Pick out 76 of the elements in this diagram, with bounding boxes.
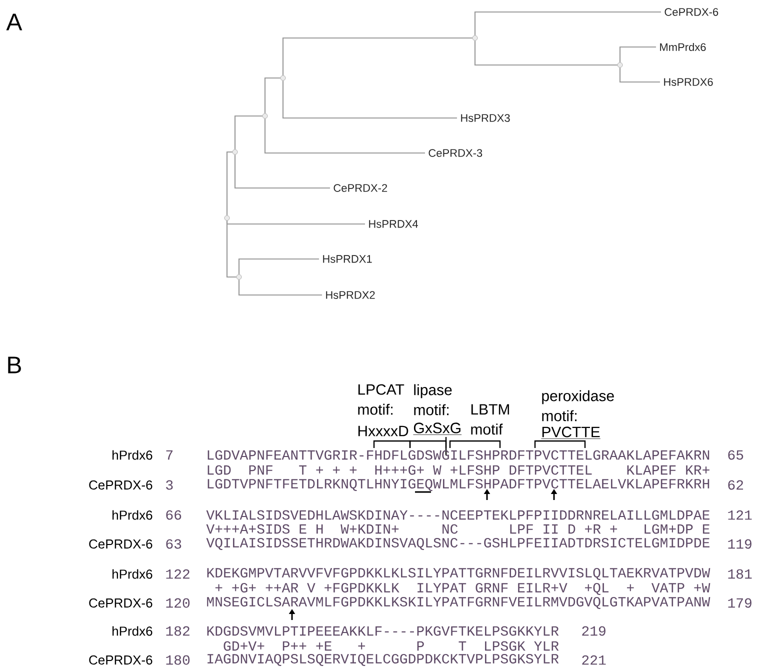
- tree-branch: [474, 11, 661, 36]
- sequence-name: CePRDX-6: [89, 539, 152, 549]
- sequence-name: hPrdx6: [112, 626, 152, 636]
- residue-number: 65: [728, 450, 744, 460]
- tree-branch: [238, 258, 319, 274]
- sequence-name: CePRDX-6: [89, 655, 152, 665]
- tree-branch: [619, 46, 656, 62]
- leaf-label: CePRDX-2: [334, 184, 388, 192]
- motif-sequence: GxSxG: [413, 422, 462, 435]
- leaf-label: HsPRDX2: [326, 291, 375, 299]
- branch-node: [472, 35, 478, 41]
- motif-sequence: HxxxxD: [358, 426, 408, 436]
- residue-number: 3: [166, 480, 173, 490]
- tree-branch: [226, 220, 365, 225]
- residue-number: 221: [582, 655, 606, 665]
- branch-node: [280, 75, 286, 81]
- leaf-label: MmPrdx6: [660, 42, 706, 52]
- tree-branch: [226, 220, 236, 278]
- sequence-name: hPrdx6: [112, 450, 152, 460]
- residue-number: 66: [166, 510, 182, 520]
- residue-number: 219: [582, 626, 606, 636]
- tree-branch: [619, 68, 660, 83]
- tree-branch: [234, 154, 330, 189]
- tree-branch: [234, 115, 262, 150]
- sequence-name: CePRDX-6: [89, 480, 152, 490]
- motif-label: peroxidase motif:: [542, 390, 614, 422]
- tree-branch: [282, 80, 457, 119]
- tree-branch: [238, 280, 322, 296]
- residue-number: 180: [166, 655, 190, 665]
- match-line: LGD PNF T + + + H+++G+ W +LFSHP DFTPVCTTEL KLAPEF KR+: [208, 465, 710, 475]
- residue-number: 121: [728, 510, 752, 520]
- branch-node: [236, 274, 242, 280]
- residue-number: 62: [728, 480, 744, 490]
- residue-number: 181: [728, 569, 752, 579]
- residue-number: 182: [166, 626, 190, 636]
- residue-number: 179: [728, 598, 752, 608]
- motif-label: LPCAT motif:: [358, 384, 404, 415]
- branch-node: [262, 113, 268, 119]
- sequence-text: LGDTVPNFTFETDLRKNQTLHNYIGEQWLMLFSHPADFTPVCTTELAELVKLAPEFRKRH: [208, 479, 710, 491]
- match-line: V+++A+SIDS E H W+KDIN+ NC LPF II D +R + LGM+DP E: [206, 524, 710, 534]
- leaf-label: CePRDX-6: [664, 8, 718, 16]
- match-line: + +G+ ++AR V +FGPDKKLK ILYPAT GRNF EILR+V +QL + VATP +W: [215, 583, 710, 595]
- leaf-label: HsPRDX3: [461, 114, 510, 122]
- sequence-text: VQILAISIDSSETHRDWAKDINSVAQLSNC---GSHLPFEIIADTDRSICTELGMIDPDE: [206, 538, 710, 550]
- sequence-text: VKLIALSIDSVEDHLAWSKDINAY----NCEEPTEKLPFPIIDDRNRELAILLGMLDPAE: [206, 510, 710, 520]
- motif-label: lipase motif:: [414, 384, 452, 416]
- sequence-text: LGDVAPNFEANTTVGRIR-FHDFLGDSWGILFSHPRDFTPVCTTELGRAAKLAPEFAKRN: [208, 450, 710, 460]
- residue-number: 120: [166, 598, 190, 608]
- sequence-name: hPrdx6: [112, 569, 152, 579]
- branch-node: [224, 215, 230, 221]
- panel-label: B: [8, 356, 21, 374]
- leaf-label: HsPRDX4: [369, 220, 418, 228]
- residue-number: 7: [166, 450, 172, 460]
- sequence-text: IAGDNVIAQPSLSQERVIQELCGGDPDKCKTVPLPSGKSYLR: [208, 654, 559, 666]
- leaf-label: HsPRDX1: [323, 255, 372, 263]
- leaf-label: CePRDX-3: [428, 149, 482, 157]
- tree-branch: [474, 40, 618, 66]
- sequence-text: KDEKGMPVTARVVFVFGPDKKLKLSILYPATTGRNFDEILRVVISLQLTAEKRVATPVDW: [207, 568, 710, 580]
- sequence-text: MNSEGICLSARAVMLFGPDKKLKSKILYPATFGRNFVEILRMVDGVQLGTKAPVATPANW: [207, 597, 710, 609]
- panel-label: A: [6, 14, 22, 30]
- branch-node: [232, 149, 238, 155]
- tree-branch: [226, 151, 232, 216]
- motif-sequence: PVCTTE: [541, 426, 601, 439]
- tree-branch: [282, 37, 472, 76]
- sequence-name: CePRDX-6: [89, 598, 152, 608]
- residue-number: 119: [728, 539, 752, 549]
- motif-label: LBTM motif: [471, 404, 509, 435]
- tree-branch: [264, 77, 280, 114]
- sequence-text: KDGDSVMVLPTIPEEEAKKLF----PKGVFTKELPSGKKYLR: [207, 626, 559, 636]
- residue-number: 63: [166, 539, 182, 549]
- tree-branch: [264, 118, 425, 154]
- branch-node: [617, 62, 623, 68]
- residue-number: 122: [166, 569, 190, 579]
- match-line: GD+V+ P++ +E + P T LPSGK YLR: [224, 641, 559, 651]
- leaf-label: HsPRDX6: [664, 78, 713, 86]
- sequence-name: hPrdx6: [112, 510, 152, 520]
